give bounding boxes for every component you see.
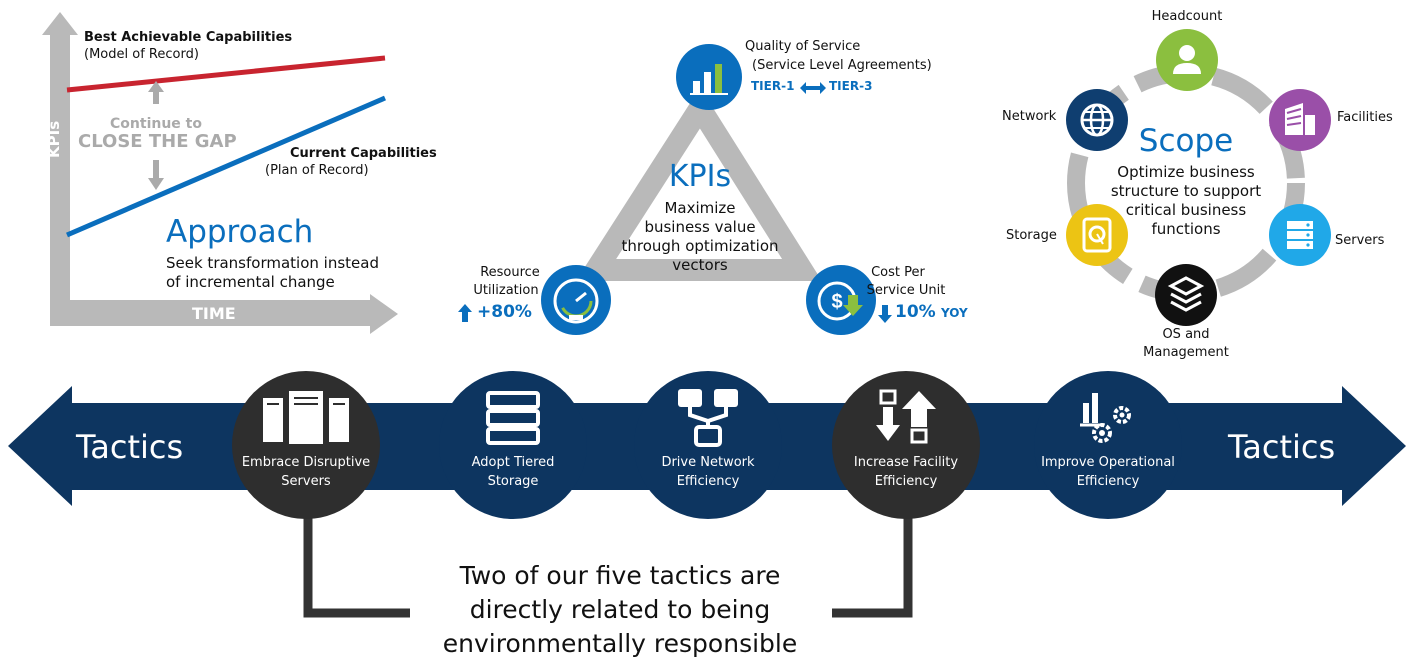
gap-text-line1: Continue to [110,116,202,132]
up-down-arrows-icon [876,389,936,444]
approach-desc-line2: of incremental change [166,273,335,291]
tactic-4-label-line2: Efficiency [874,474,938,489]
best-capability-line [66,55,386,93]
servers-node [1269,204,1331,266]
callout-line1: Two of our five tactics are [459,561,781,590]
approach-chart [42,12,398,334]
tactic-3-label-line1: Drive Network [661,455,755,470]
resource-label-line1: Resource [480,265,540,280]
callout-line3: environmentally responsible [442,629,798,658]
scope-desc-line1: Optimize business [1117,163,1255,181]
kpis-desc-line1: Maximize [664,199,736,217]
tactic-1-label-line2: Servers [281,474,331,489]
tactic-adopt-tiered-storage: Adopt Tiered Storage [439,371,587,519]
disk-icon [1082,217,1112,253]
quality-label-line2: (Service Level Agreements) [752,58,932,73]
storage-stack-icon [486,391,540,445]
os-label-line2: Management [1143,345,1229,360]
x-axis-arrow [50,294,398,334]
facilities-node [1269,89,1331,151]
tier-to: TIER-3 [829,79,873,93]
best-capability-sub: (Model of Record) [84,47,199,62]
tactic-2-label-line2: Storage [487,474,539,489]
tactic-embrace-disruptive-servers: Embrace Disruptive Servers [232,371,380,519]
kpis-desc-line3: through optimization [621,237,779,255]
scope-title: Scope [1138,123,1234,159]
tactics-label-left: Tactics [76,428,184,466]
tactic-increase-facility-efficiency: Increase Facility Efficiency [832,371,980,519]
up-arrow-icon [458,304,472,322]
gap-text-line2: CLOSE THE GAP [78,131,237,152]
tactic-2-label-line1: Adopt Tiered [471,455,555,470]
scope-desc-line3: critical business [1125,201,1247,219]
tactic-improve-operational-efficiency: Improve Operational Efficiency [1034,371,1182,519]
gauge-icon [553,278,599,324]
bar-chart-icon [690,64,728,95]
quality-label-line1: Quality of Service [745,39,861,54]
network-nodes-icon [678,389,738,447]
cost-unit: YOY [941,306,968,320]
tactic-3-label-line2: Efficiency [676,474,740,489]
tactic-drive-network-efficiency: Drive Network Efficiency [634,371,782,519]
os-node [1155,264,1217,326]
resource-label-line2: Utilization [473,283,539,298]
down-arrow-icon [878,305,892,323]
server-rack-icon [263,391,349,444]
tactic-5-label-line1: Improve Operational [1041,455,1175,470]
network-label: Network [1002,109,1057,124]
chart-gears-icon [1080,393,1131,443]
tier-from: TIER-1 [751,79,795,93]
server-icon [1287,221,1313,249]
network-node [1066,89,1128,151]
cost-icon-circle: $ [806,265,876,335]
building-icon [1285,103,1315,135]
kpis-desc-line2: business value [644,218,756,236]
layers-icon [1167,276,1205,312]
kpi-triangle [575,87,822,281]
resource-icon-circle [541,265,611,335]
tactics-label-right: Tactics [1228,428,1336,466]
person-icon [1173,45,1201,74]
best-capability-label: Best Achievable Capabilities [84,30,293,45]
current-capability-sub: (Plan of Record) [265,163,369,178]
cost-value: 10% [895,302,936,322]
current-capability-line [66,95,386,238]
approach-desc-line1: Seek transformation instead [166,254,379,272]
headcount-label: Headcount [1151,9,1223,24]
current-capability-label: Current Capabilities [290,146,437,161]
scope-desc-line4: functions [1151,220,1221,238]
x-axis-label: TIME [192,304,236,323]
tactic-1-label-line1: Embrace Disruptive [241,455,371,470]
kpis-title: KPIs [668,159,732,194]
approach-title: Approach [166,214,314,250]
globe-icon [1080,103,1114,137]
servers-label: Servers [1335,233,1385,248]
facilities-label: Facilities [1337,110,1393,125]
svg-text:$: $ [831,291,842,313]
gap-arrow-down-icon [148,160,164,190]
double-arrow-icon [800,82,826,94]
os-label-line1: OS and [1162,327,1210,342]
tactic-4-label-line1: Increase Facility [853,455,959,470]
tactic-5-label-line2: Efficiency [1076,474,1140,489]
resource-value: +80% [477,302,532,322]
cost-label-line2: Service Unit [866,283,946,298]
cost-label-line1: Cost Per [871,265,925,280]
quality-icon-circle [676,44,742,110]
headcount-node [1156,29,1218,91]
scope-desc-line2: structure to support [1110,182,1262,200]
dollar-down-icon: $ [817,281,863,321]
storage-label: Storage [1006,228,1057,243]
gap-arrow-up-icon [148,81,164,104]
callout-line2: directly related to being [469,595,771,624]
y-axis-arrow [42,12,78,300]
kpis-desc-line4: vectors [672,256,728,274]
storage-node [1066,204,1128,266]
